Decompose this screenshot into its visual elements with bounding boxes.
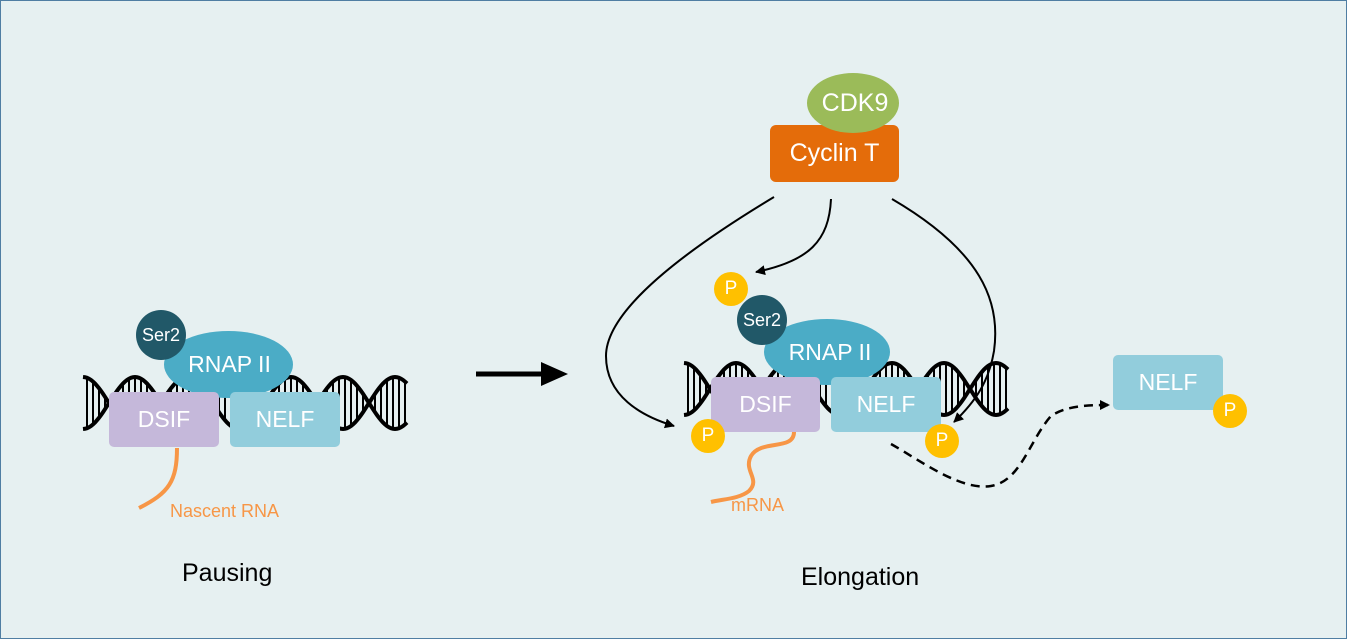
nelf-label: NELF bbox=[856, 391, 916, 417]
rnap-ii-pausing: RNAP II bbox=[164, 331, 293, 398]
phosphate-label: P bbox=[935, 430, 949, 451]
released-nelf: NELF bbox=[1113, 355, 1223, 410]
ser2-elongation: Ser2 bbox=[737, 295, 787, 345]
released-nelf-label: NELF bbox=[1138, 369, 1198, 395]
arrow-to-nelf bbox=[891, 198, 997, 423]
rnap-ii-label: RNAP II bbox=[788, 338, 872, 365]
rnap-ii-label: RNAP II bbox=[188, 351, 271, 377]
dsif-label: DSIF bbox=[739, 391, 792, 417]
ser2-pausing: Ser2 bbox=[136, 310, 186, 360]
dsif-pausing: DSIF bbox=[109, 392, 219, 447]
cyclin-t: Cyclin T bbox=[770, 125, 899, 182]
dsif-elongation: DSIF bbox=[711, 377, 820, 432]
arrow-to-ser2 bbox=[755, 198, 832, 276]
nelf-pausing: NELF bbox=[230, 392, 340, 447]
nelf-label: NELF bbox=[255, 406, 315, 432]
dsif-label: DSIF bbox=[137, 406, 191, 432]
nelf-release-arrow bbox=[890, 400, 1110, 488]
ser2-label: Ser2 bbox=[141, 324, 181, 345]
pausing-stage-label: Pausing bbox=[182, 559, 273, 587]
cdk9: CDK9 bbox=[807, 73, 899, 133]
phosphate-label: P bbox=[724, 278, 738, 299]
mrna-strand bbox=[710, 431, 796, 504]
phosphate-label: P bbox=[701, 425, 715, 446]
nascent-rna-strand bbox=[138, 447, 179, 510]
cdk9-label: CDK9 bbox=[821, 88, 889, 117]
nascent-rna-label: Nascent RNA bbox=[170, 501, 280, 521]
transition-arrowhead bbox=[541, 362, 568, 386]
rnap-ii-elongation: RNAP II bbox=[764, 319, 890, 385]
mrna-label: mRNA bbox=[731, 495, 784, 515]
phosphate-label: P bbox=[1223, 400, 1237, 421]
ser2-label: Ser2 bbox=[742, 309, 782, 330]
phosphate-nelf: P bbox=[925, 424, 959, 458]
elongation-stage-label: Elongation bbox=[801, 563, 920, 591]
phosphate-dsif: P bbox=[691, 419, 725, 453]
phosphate-ser2: P bbox=[714, 272, 748, 306]
cyclin-t-label: Cyclin T bbox=[789, 139, 880, 167]
arrow-to-dsif bbox=[604, 196, 775, 429]
nelf-elongation: NELF bbox=[831, 377, 941, 432]
phosphate-released-nelf: P bbox=[1213, 394, 1247, 428]
